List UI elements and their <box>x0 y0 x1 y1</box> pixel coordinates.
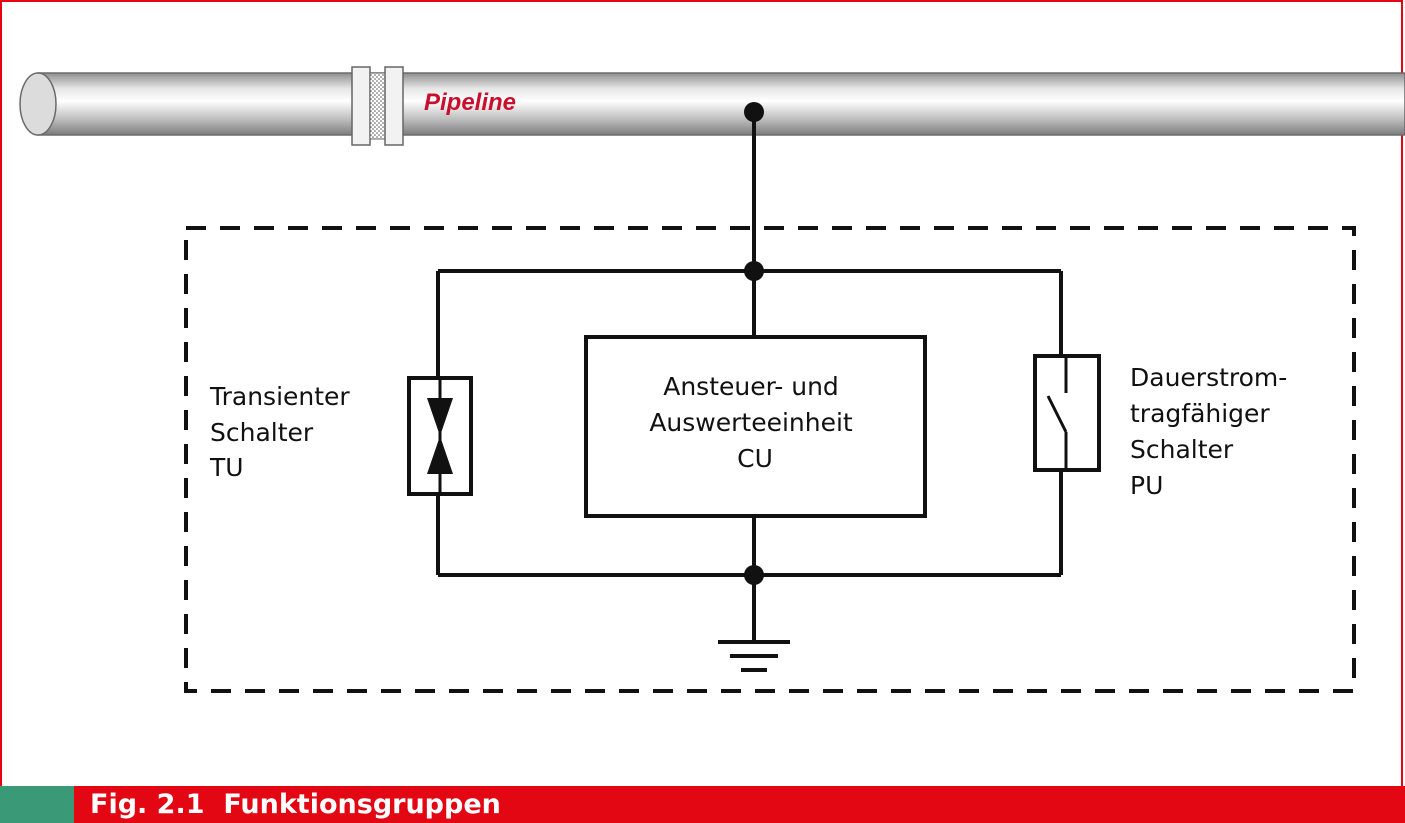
junction-bottom <box>744 565 764 585</box>
insulating-flange <box>351 66 404 146</box>
transient-switch-symbol <box>407 376 473 496</box>
pipeline-body <box>37 72 1405 136</box>
control-unit-label: Ansteuer- und Auswerteeinheit CU <box>649 372 860 473</box>
figure-caption: Fig. 2.1 Funktionsgruppen <box>90 789 501 820</box>
pipeline-label: Pipeline <box>424 89 516 116</box>
junction-top <box>744 261 764 281</box>
caption-accent-tab <box>0 786 74 823</box>
control-unit-box <box>584 335 927 518</box>
permanent-switch-symbol <box>1033 354 1101 472</box>
ground-symbol <box>718 640 790 672</box>
junction-pipeline <box>744 102 764 122</box>
permanent-switch-label: Dauerstrom- tragfähiger Schalter PU <box>1130 363 1295 500</box>
pipeline-end-cap <box>19 72 57 136</box>
transient-switch-label: Transienter Schalter TU <box>209 382 358 482</box>
arrow-down-icon <box>427 398 453 436</box>
device-enclosure <box>184 226 1356 693</box>
figure-caption-bar: Fig. 2.1 Funktionsgruppen <box>0 786 1405 823</box>
pipeline: Pipeline <box>19 66 1405 146</box>
arrow-up-icon <box>427 436 453 474</box>
switch-contact-icon <box>1046 395 1068 433</box>
